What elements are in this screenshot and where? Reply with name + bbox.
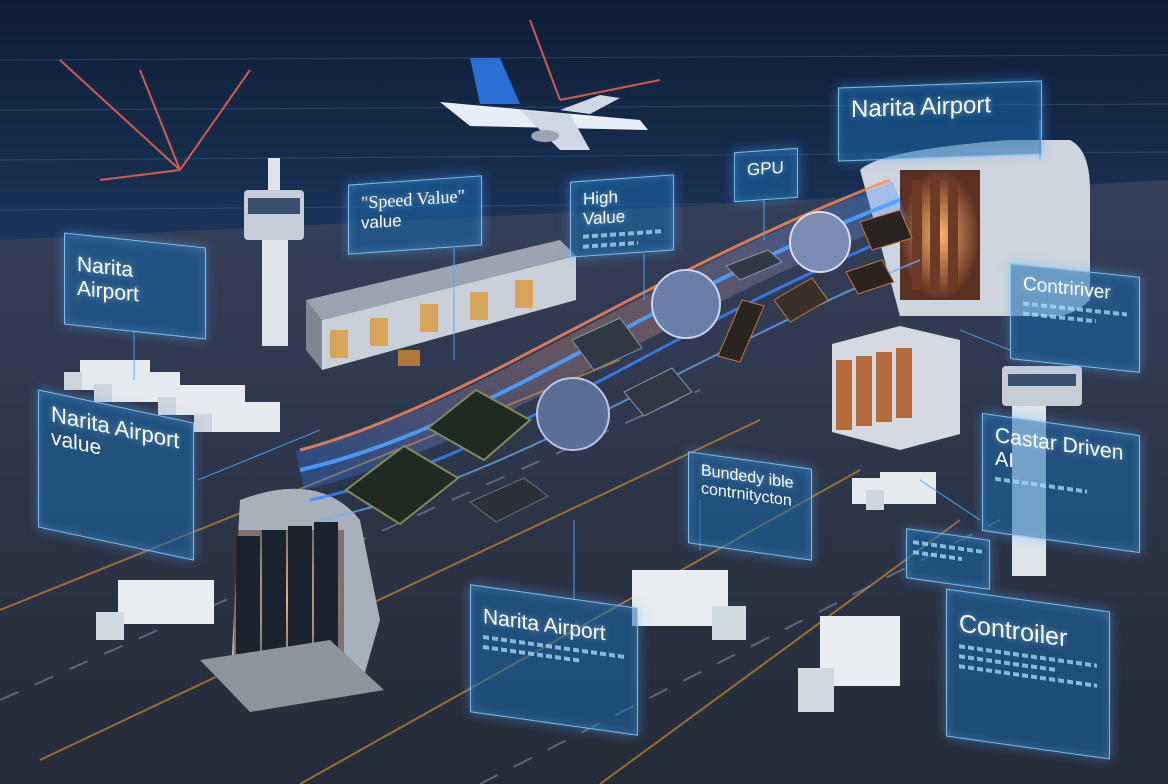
label-narita-airport-bottom: Narita Airport (470, 584, 638, 736)
label-contriver-text: Contririver (1023, 273, 1111, 304)
label-gpu: GPU (734, 147, 798, 203)
label-speed-value: "Speed Value" value (348, 175, 482, 255)
cargo-warehouse (306, 240, 576, 370)
label-high-value-fineprint (583, 229, 661, 239)
label-high-value-fineprint-2 (583, 241, 638, 249)
cargo-tunnel-left (200, 488, 384, 712)
label-high-value: High Value (570, 174, 674, 258)
trucks-left (64, 360, 280, 640)
label-narita-airport-bottom-text: Narita Airport (483, 605, 606, 646)
signal-burst-left (59, 59, 251, 181)
label-small-tag-fineprint-2 (913, 550, 962, 561)
airplane (440, 58, 648, 150)
label-narita-airport-top-text: Narita Airport (851, 91, 992, 124)
silicon-wafers (536, 211, 851, 451)
label-narita-airport-left: Narita Airport (64, 232, 206, 340)
label-contriver: Contririver (1010, 263, 1140, 373)
signal-burst-right (529, 19, 661, 101)
label-controller: Controiler (946, 588, 1110, 760)
label-bundedy: Bundedy ible contrnitycton (688, 451, 812, 561)
trucks-right (632, 472, 936, 712)
label-gpu-text: GPU (747, 157, 784, 180)
chip-packages (344, 209, 913, 526)
server-racks-right (832, 326, 960, 450)
label-high-value-text: High Value (583, 187, 626, 229)
control-tower-left (244, 158, 304, 346)
label-narita-airport-left-text: Narita Airport (77, 252, 139, 307)
label-contriver-fineprint-2 (1023, 311, 1096, 324)
label-castar-driven: Castar Driven AI (982, 412, 1140, 554)
label-narita-airport-top: Narita Airport (838, 80, 1042, 162)
